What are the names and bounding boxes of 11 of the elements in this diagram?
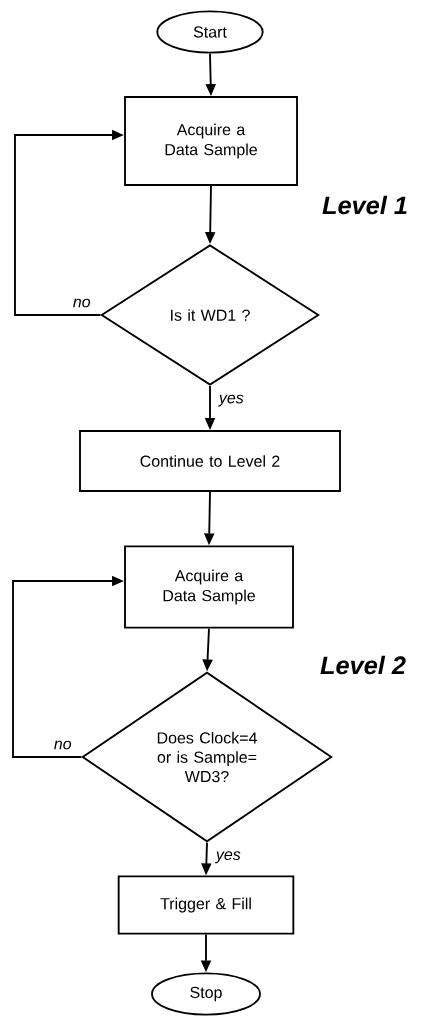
process-box: Trigger & Fill [117, 875, 295, 935]
process-box: Acquire a Data Sample [124, 96, 298, 186]
process-box: Continue to Level 2 [79, 430, 341, 492]
terminal-oval: Stop [151, 972, 261, 1016]
edge-label: no [54, 740, 72, 750]
level-label: Level 1 [322, 195, 407, 215]
edge-label: yes [218, 394, 244, 407]
process-box: Acquire a Data Sample [124, 545, 294, 629]
edge-label: yes [215, 851, 241, 864]
terminal-oval: Start [156, 10, 264, 54]
edge-label: no [73, 298, 91, 308]
